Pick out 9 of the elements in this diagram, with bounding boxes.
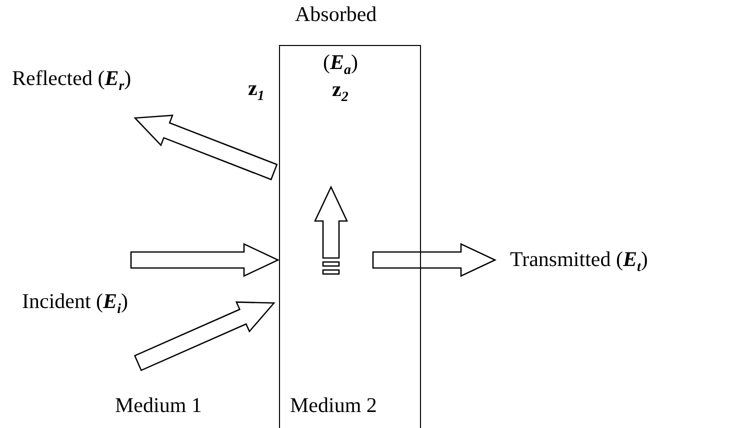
wave-label: Reflected (E$_{r}$) — [12, 67, 132, 95]
position-label: z$_{1}$ — [248, 77, 264, 105]
position-label: z$_{2}$ — [332, 78, 348, 106]
energy-label: (E$_{a}$) — [323, 51, 358, 79]
wave-label: Incident (E$_{i}$) — [22, 290, 128, 318]
wave-label: Transmitted (E$_{t}$) — [510, 248, 648, 276]
medium-label: Medium 1 — [115, 394, 202, 418]
medium-label: Medium 2 — [290, 394, 377, 418]
heading-text: Absorbed — [295, 3, 377, 26]
